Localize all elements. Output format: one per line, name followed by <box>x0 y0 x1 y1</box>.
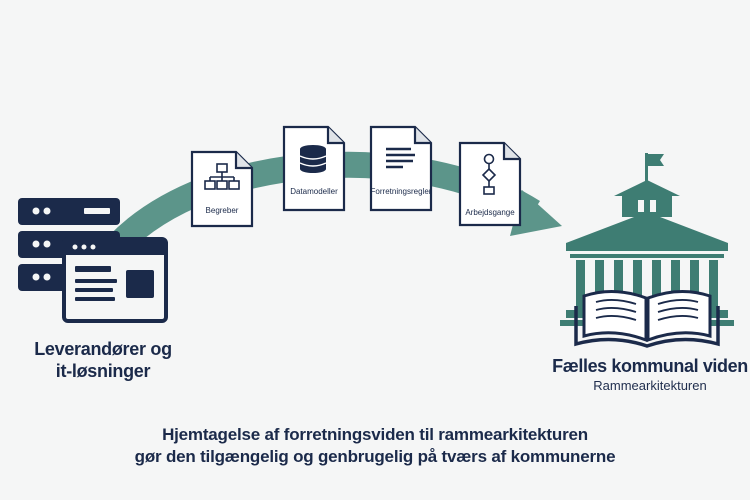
browser-window-icon <box>62 237 168 323</box>
caption-line1: Hjemtagelse af forretningsviden til ramm… <box>162 425 588 444</box>
caption-line2: gør den tilgængelig og genbrugelig på tv… <box>134 447 616 466</box>
document-label: Forretningsregler <box>371 187 432 196</box>
document-label: Datamodeller <box>290 187 338 196</box>
source-label: Leverandører og it-løsninger <box>18 338 188 382</box>
open-book-icon <box>574 289 720 348</box>
document-label: Begreber <box>206 206 239 215</box>
flag-icon <box>645 153 664 183</box>
database-icon <box>299 145 327 173</box>
server-illustration <box>18 198 168 323</box>
document-datamodeller: Datamodeller <box>282 125 346 212</box>
document-arbejdsgange: Arbejdsgange <box>458 141 522 227</box>
caption: Hjemtagelse af forretningsviden til ramm… <box>80 424 670 468</box>
target-title: Fælles kommunal viden <box>552 356 748 376</box>
target-subtitle: Rammearkitekturen <box>593 378 707 393</box>
document-forretningsregler: Forretningsregler <box>369 125 433 212</box>
hierarchy-icon <box>204 163 240 190</box>
source-label-line1: Leverandører og <box>34 339 172 359</box>
source-label-line2: it-løsninger <box>55 361 151 381</box>
document-label: Arbejdsgange <box>465 208 515 217</box>
text-lines-icon <box>386 147 415 169</box>
document-begreber: Begreber <box>190 150 254 228</box>
flowchart-icon <box>481 153 497 195</box>
